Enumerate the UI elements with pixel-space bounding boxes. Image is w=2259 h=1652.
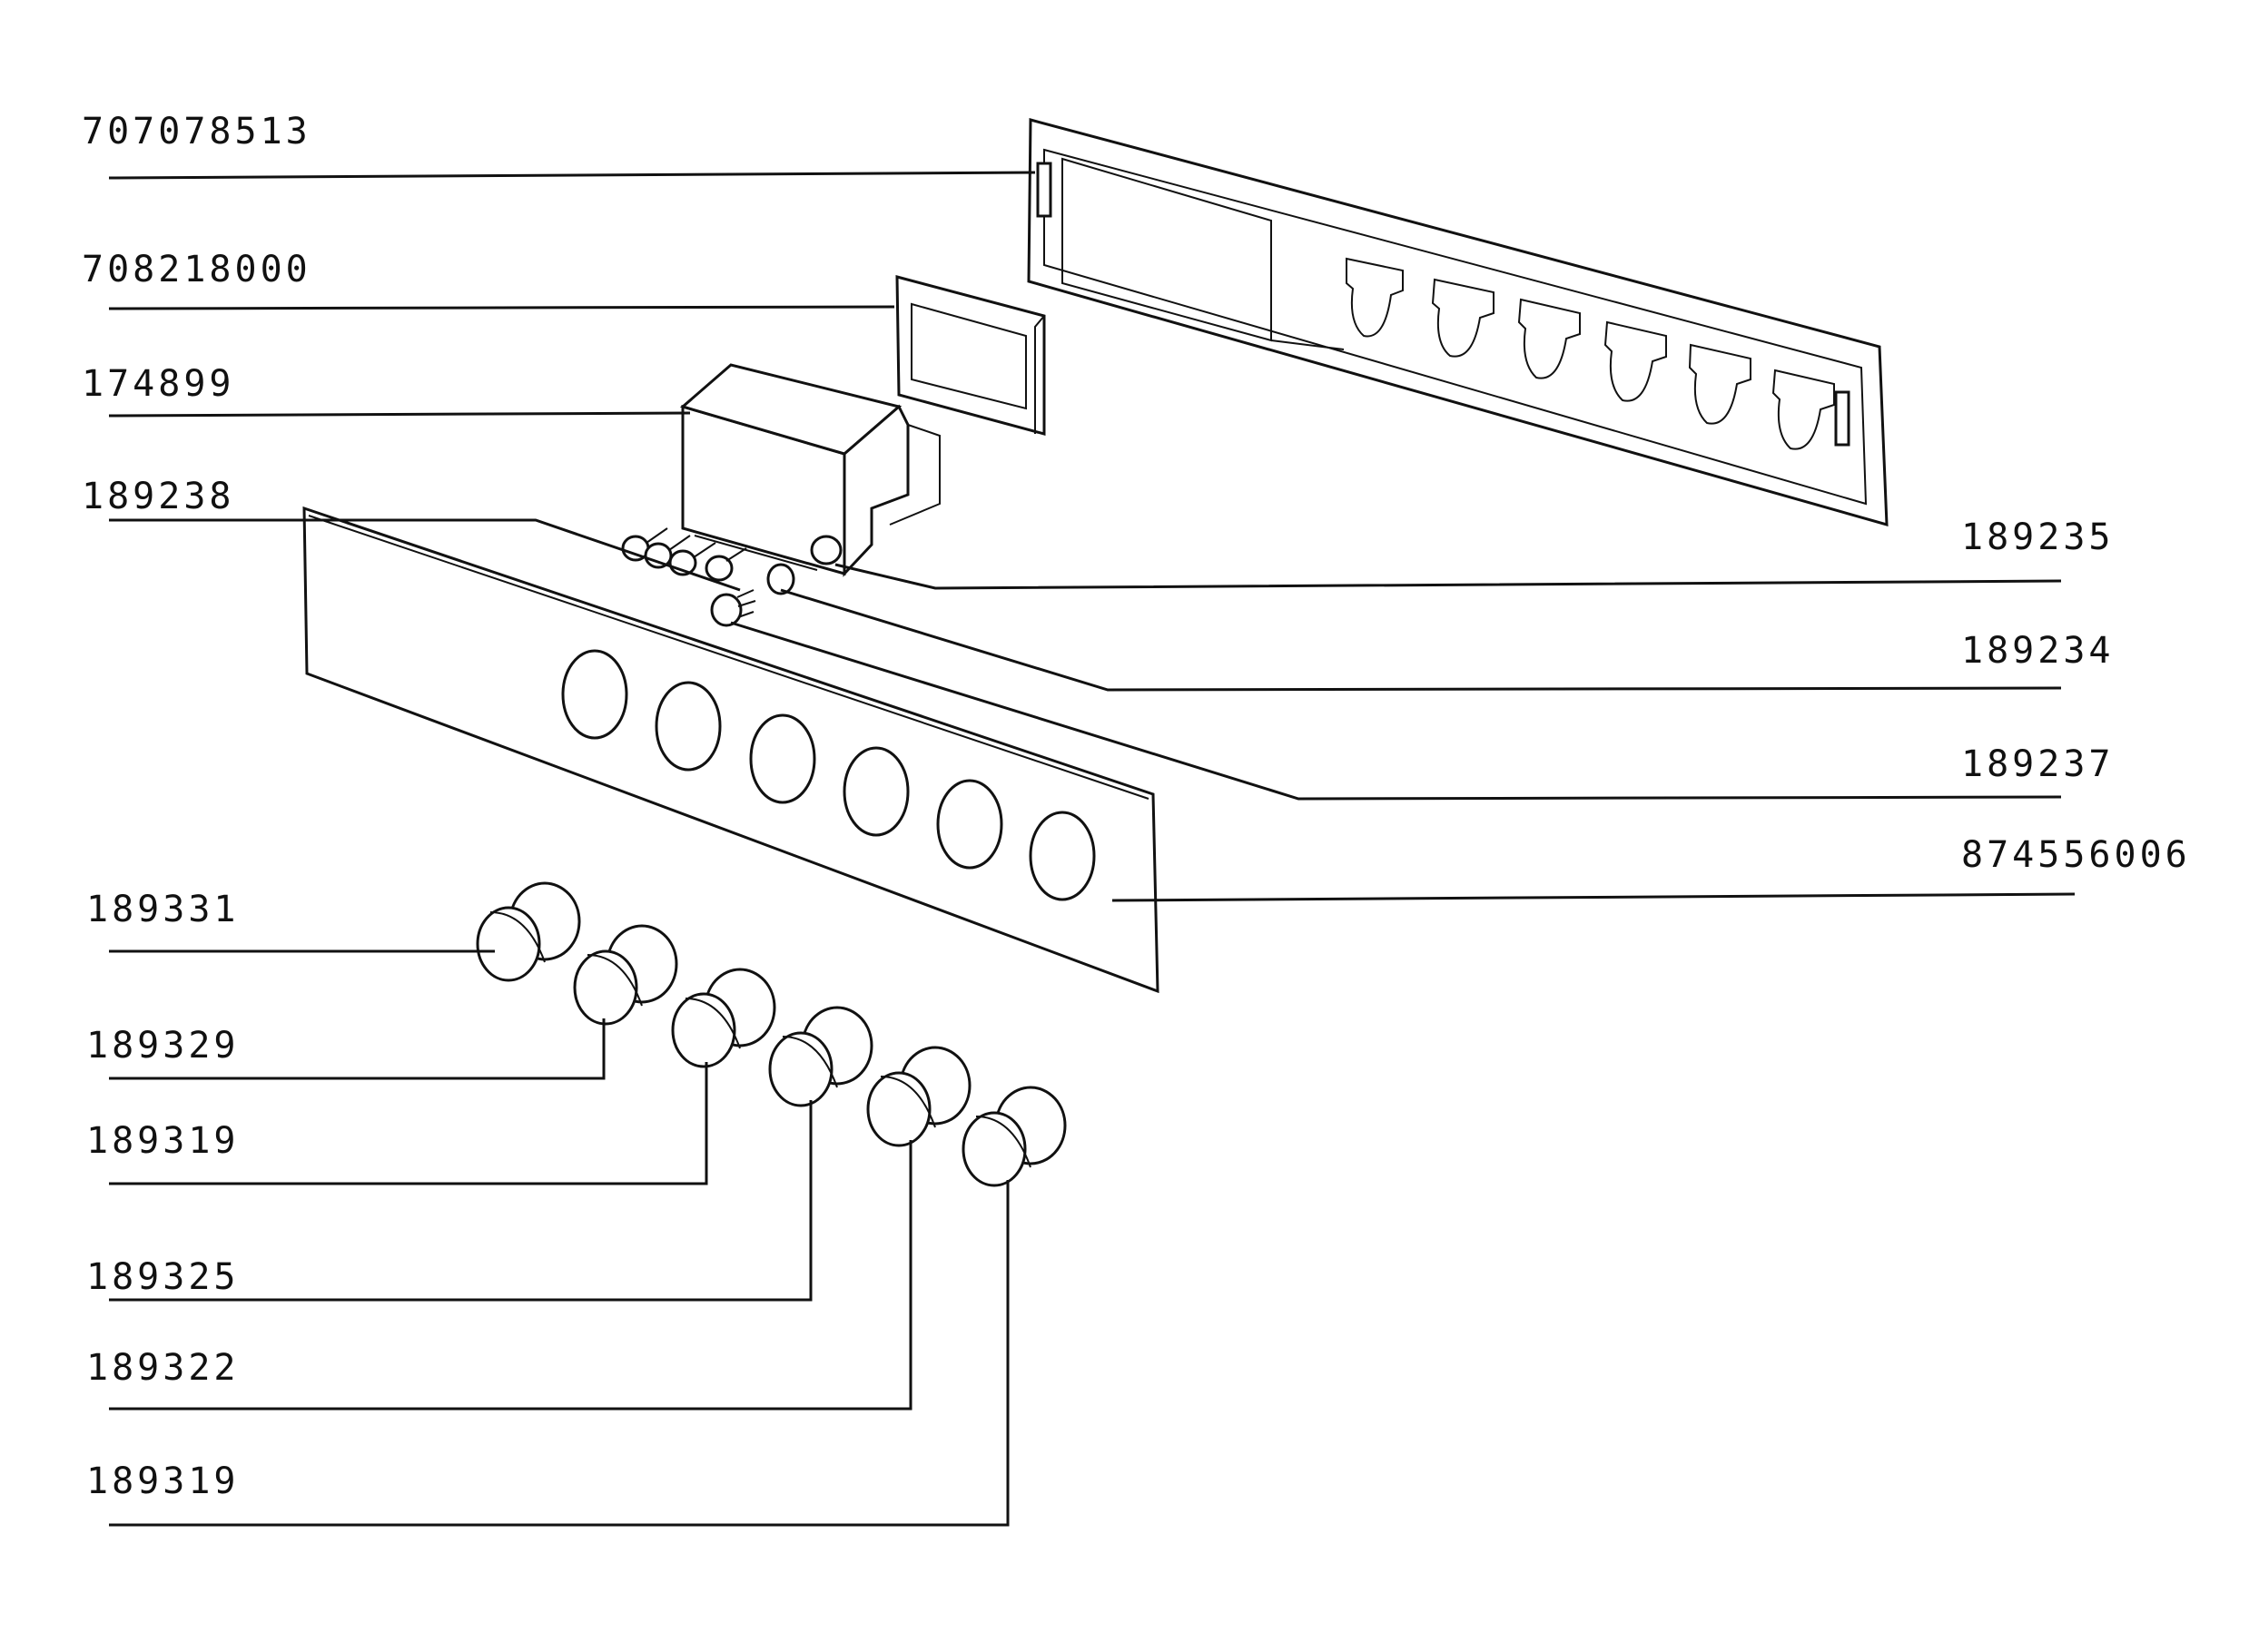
display-window bbox=[895, 275, 1046, 436]
label-trim-frame: 707078513 bbox=[82, 111, 311, 152]
knob-6 bbox=[962, 1086, 1067, 1187]
label-knob-4: 189325 bbox=[86, 1256, 240, 1298]
label-button-right: 189235 bbox=[1961, 516, 2115, 558]
label-knob-2: 189329 bbox=[86, 1025, 240, 1067]
label-knob-6: 189319 bbox=[86, 1460, 240, 1502]
timer-buttons bbox=[621, 527, 843, 627]
knob-5 bbox=[866, 1046, 972, 1147]
label-display-window: 708218000 bbox=[82, 249, 311, 290]
trim-frame-slots bbox=[1346, 257, 1835, 450]
knob-1 bbox=[476, 881, 581, 982]
label-knob-5: 189322 bbox=[86, 1347, 240, 1389]
label-timer-module: 174899 bbox=[82, 363, 235, 405]
leader-lines bbox=[108, 171, 2076, 1527]
knobs bbox=[476, 881, 1067, 1187]
knob-2 bbox=[573, 924, 678, 1026]
label-knob-1: 189331 bbox=[86, 889, 240, 930]
label-fascia-panel: 874556006 bbox=[1961, 834, 2191, 876]
knob-4 bbox=[768, 1006, 873, 1107]
knob-3 bbox=[671, 968, 776, 1068]
trim-frame bbox=[1027, 118, 1889, 527]
label-knob-3: 189319 bbox=[86, 1120, 240, 1162]
label-spindle: 189234 bbox=[1961, 630, 2115, 672]
label-spindle-knob: 189237 bbox=[1961, 743, 2115, 785]
timer-module bbox=[679, 363, 941, 577]
part-labels: 707078513 708218000 174899 189238 189235… bbox=[82, 111, 2191, 1502]
fascia-panel bbox=[302, 506, 1159, 994]
label-buttons-set: 189238 bbox=[82, 476, 235, 517]
